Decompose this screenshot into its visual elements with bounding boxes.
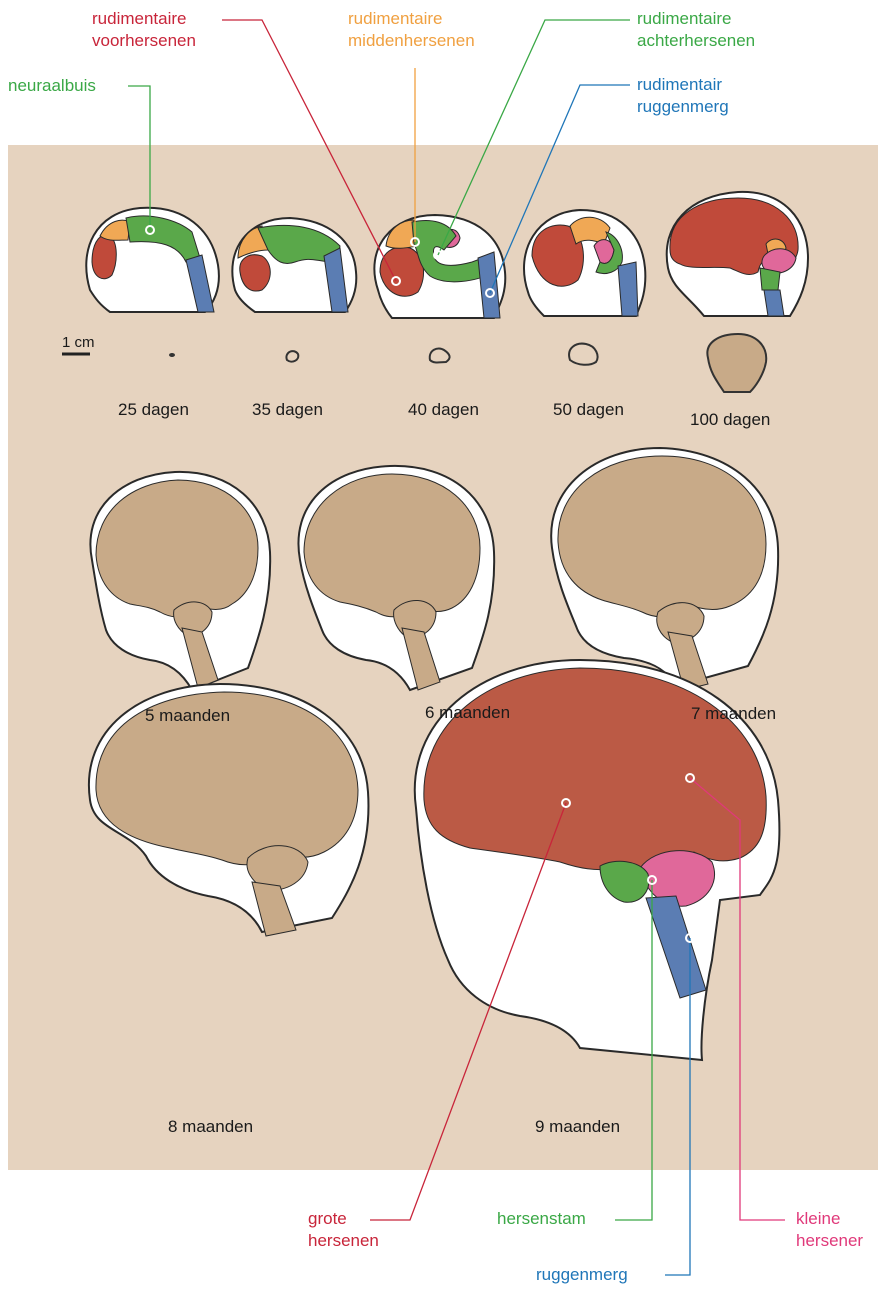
label-midbrain: rudimentaire middenhersenen	[348, 8, 508, 52]
label-spinal-cord: rudimentair ruggenmerg	[637, 74, 767, 118]
stage-label-7-months: 7 maanden	[691, 704, 776, 724]
label-cerebellum: kleine hersener	[796, 1208, 878, 1252]
stage-label-6-months: 6 maanden	[425, 703, 510, 723]
spinal-cord-region	[618, 262, 638, 316]
stage-label-25-days: 25 dagen	[118, 400, 189, 420]
stage-label-8-months: 8 maanden	[168, 1117, 253, 1137]
label-spinal-cord-mature: ruggenmerg	[536, 1264, 628, 1286]
stage-label-9-months: 9 maanden	[535, 1117, 620, 1137]
scale-label: 1 cm	[62, 333, 95, 353]
stage-label-50-days: 50 dagen	[553, 400, 624, 420]
label-neural-tube: neuraalbuis	[8, 75, 96, 97]
label-brainstem: hersenstam	[497, 1208, 586, 1230]
label-forebrain: rudimentaire voorhersenen	[92, 8, 222, 52]
label-cerebrum: grote hersenen	[308, 1208, 368, 1252]
stage-label-100-days: 100 dagen	[690, 410, 770, 430]
brain	[304, 474, 480, 617]
spinal-cord-region	[764, 290, 784, 316]
stage-label-35-days: 35 dagen	[252, 400, 323, 420]
label-hindbrain: rudimentaire achterhersenen	[637, 8, 787, 52]
actual-size-25	[169, 353, 175, 357]
brain	[558, 456, 766, 617]
stage-label-40-days: 40 dagen	[408, 400, 479, 420]
hindbrain-region	[760, 268, 780, 290]
embryo-40-days	[374, 215, 505, 318]
embryo-100-days	[667, 192, 808, 316]
brain	[96, 480, 258, 617]
stage-label-5-months: 5 maanden	[145, 706, 230, 726]
